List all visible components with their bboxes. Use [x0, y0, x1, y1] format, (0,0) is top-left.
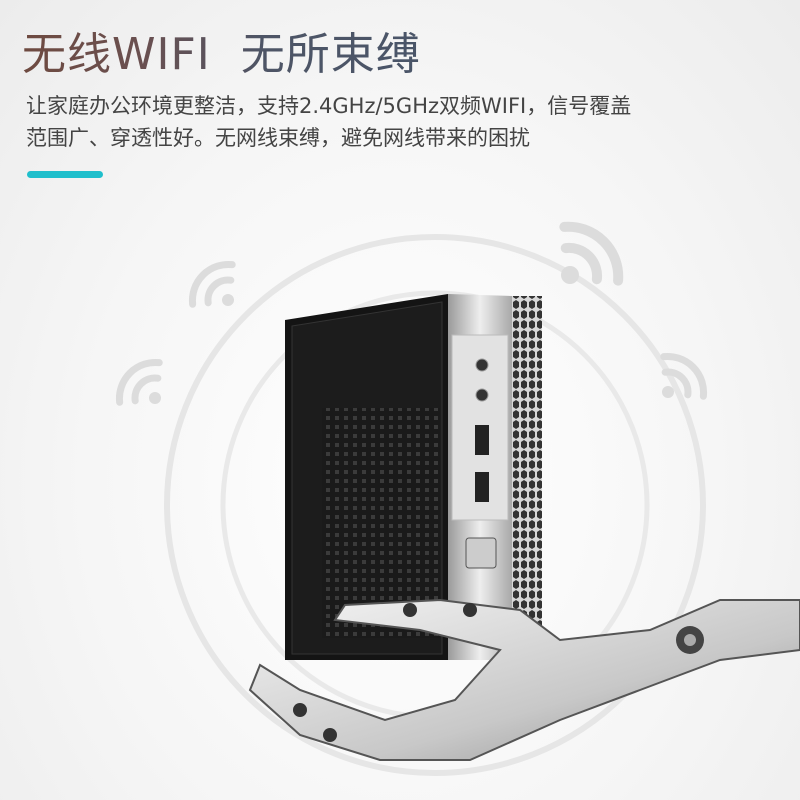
description-line-2: 范围广、穿透性好。无网线束缚，避免网线带来的困扰 — [26, 126, 530, 150]
description: 让家庭办公环境更整洁，支持2.4GHz/5GHz双频WIFI，信号覆盖 范围广、… — [26, 90, 776, 154]
description-line-1: 让家庭办公环境更整洁，支持2.4GHz/5GHz双频WIFI，信号覆盖 — [26, 94, 632, 118]
page-title: 无线WIFI 无所束缚 — [22, 18, 421, 82]
wifi-signal-icon — [115, 221, 708, 406]
robotic-hand — [248, 598, 800, 761]
mini-pc-product — [285, 294, 542, 660]
accent-bar — [27, 171, 103, 178]
